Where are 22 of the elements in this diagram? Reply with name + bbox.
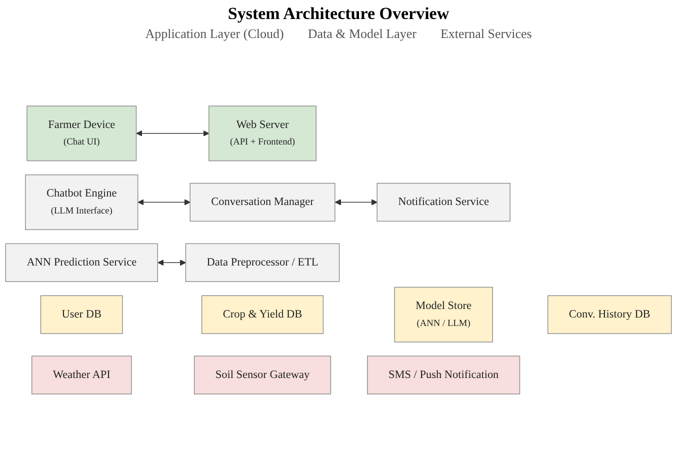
node-box: Data Preprocessor / ETL xyxy=(185,243,340,282)
node-box: Chatbot Engine (LLM Interface) xyxy=(25,174,138,230)
node-box: Web Server (API + Frontend) xyxy=(208,106,316,162)
node-box: Notification Service xyxy=(376,182,510,222)
arrow xyxy=(334,199,378,206)
node-box: Conversation Manager xyxy=(190,182,336,222)
node-box: Farmer Device (Chat UI) xyxy=(26,106,137,162)
arrow xyxy=(138,199,190,206)
node-box: ANN Prediction Service xyxy=(5,243,158,282)
node-box: SMS / Push Notification xyxy=(367,356,520,394)
node-box: Crop & Yield DB xyxy=(201,295,324,334)
node-box: Model Store (ANN / LLM) xyxy=(394,286,493,342)
layer-label: Application Layer (Cloud) xyxy=(145,26,284,42)
arrow xyxy=(158,260,186,266)
layer-label: External Services xyxy=(440,26,532,42)
layer-label: Data & Model Layer xyxy=(308,26,416,42)
node-box: Soil Sensor Gateway xyxy=(194,356,332,394)
node-box: Weather API xyxy=(31,356,132,394)
diagram-title: System Architecture Overview xyxy=(228,4,450,24)
node-box: Conv. History DB xyxy=(548,295,672,334)
arrow xyxy=(136,130,210,136)
node-box: User DB xyxy=(40,295,123,334)
